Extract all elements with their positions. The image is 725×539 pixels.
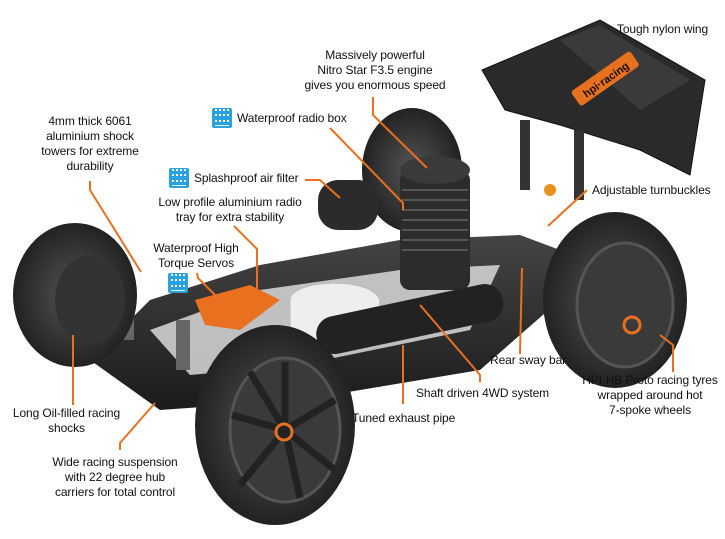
exhaust-pipe — [316, 284, 504, 355]
callout-line: 4mm thick 6061 — [48, 114, 132, 128]
callout-servos: Waterproof High Torque Servos — [140, 241, 252, 271]
callout-air-filter: Splashproof air filter — [194, 171, 299, 185]
callout-line: wrapped around hot — [597, 388, 703, 402]
callout-radio-tray: Low profile aluminium radio tray for ext… — [150, 195, 310, 225]
rear-wing: hpi·racing — [481, 19, 706, 200]
callout-line: tray for extra stability — [175, 210, 285, 224]
callout-line: Long Oil-filled racing — [12, 406, 121, 420]
callout-engine: Massively powerful Nitro Star F3.5 engin… — [295, 48, 455, 93]
callout-wing: Tough nylon wing — [616, 22, 709, 36]
callout-line: towers for extreme — [41, 144, 139, 158]
callout-line: Torque Servos — [157, 256, 235, 270]
callout-line: shocks — [48, 421, 85, 435]
callout-drive: Shaft driven 4WD system — [416, 386, 550, 400]
callout-sway-bar: Rear sway bar — [490, 353, 567, 367]
callout-line: Wide racing suspension — [52, 455, 178, 469]
callout-line: HPI-HB Proto racing tyres — [582, 373, 718, 387]
callout-engine-line: Nitro Star F3.5 engine — [317, 63, 433, 77]
callout-shock-towers: 4mm thick 6061 aluminium shock towers fo… — [20, 114, 160, 174]
callout-line: 7-spoke wheels — [609, 403, 691, 417]
waterproof-badge-icon — [169, 168, 189, 188]
callout-line: aluminium shock — [46, 129, 134, 143]
callout-line: Waterproof High — [153, 241, 239, 255]
rear-right-wheel — [543, 212, 687, 388]
callout-exhaust: Tuned exhaust pipe — [352, 411, 456, 425]
waterproof-badge-icon — [212, 108, 232, 128]
callout-turnbuckles: Adjustable turnbuckles — [592, 183, 711, 197]
front-right-wheel — [195, 325, 355, 525]
front-left-wheel — [13, 223, 137, 367]
waterproof-badge-icon — [168, 273, 188, 293]
callout-engine-line: gives you enormous speed — [304, 78, 446, 92]
callout-radio-box: Waterproof radio box — [237, 111, 347, 125]
callout-line: Low profile aluminium radio — [158, 195, 302, 209]
callout-line: carriers for total control — [54, 485, 176, 499]
callout-shocks: Long Oil-filled racing shocks — [0, 406, 133, 436]
callout-engine-line: Massively powerful — [325, 48, 425, 62]
callout-tyres: HPI-HB Proto racing tyres wrapped around… — [575, 373, 725, 418]
callout-line: with 22 degree hub — [64, 470, 166, 484]
leader-lines — [72, 97, 674, 450]
callout-line: durability — [66, 159, 114, 173]
callout-suspension: Wide racing suspension with 22 degree hu… — [40, 455, 190, 500]
engine — [400, 156, 470, 290]
